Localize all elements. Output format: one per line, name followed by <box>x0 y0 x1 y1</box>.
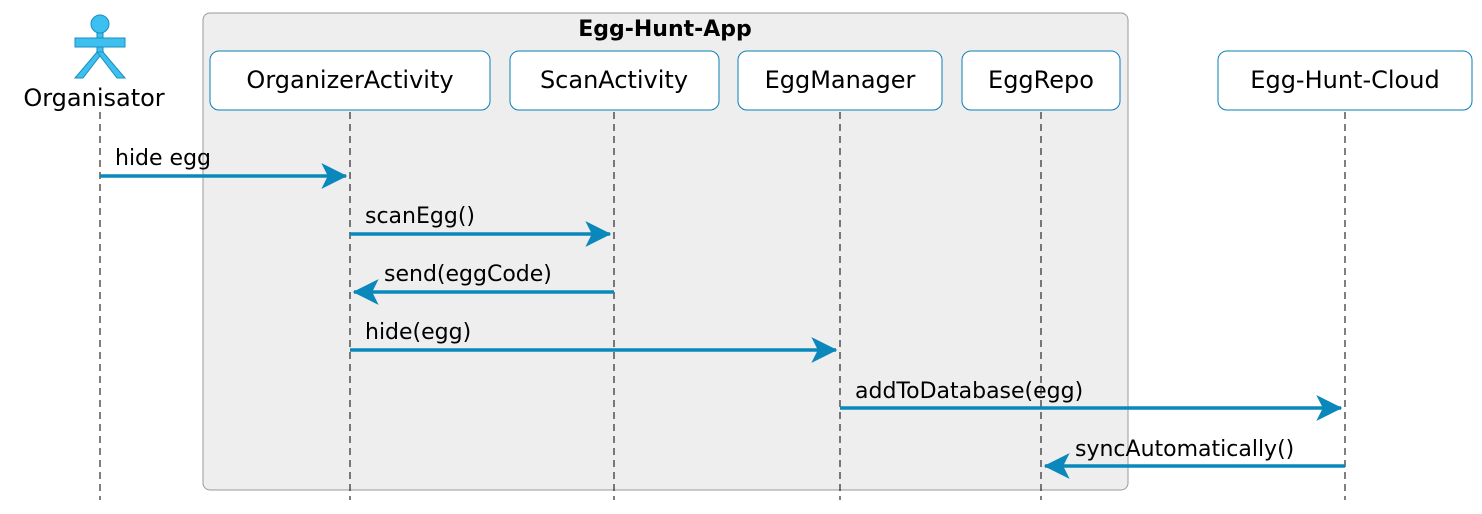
participant-label: Egg-Hunt-Cloud <box>1250 66 1439 94</box>
participant-egg-hunt-cloud: Egg-Hunt-Cloud <box>1217 50 1473 111</box>
participant-box <box>1217 50 1473 111</box>
message-scan-egg: scanEgg() <box>350 204 612 247</box>
group-title: Egg-Hunt-App <box>578 17 752 42</box>
message-hide-egg-call: hide(egg) <box>350 320 838 363</box>
participant-box <box>961 50 1121 111</box>
actor-stick-figure-icon <box>73 14 127 79</box>
message-sync-automatically: syncAutomatically() <box>1043 437 1345 479</box>
participant-box <box>209 50 491 111</box>
participant-label: EggRepo <box>988 66 1094 94</box>
group-egg-hunt-app: Egg-Hunt-App <box>202 12 1129 491</box>
participant-label: ScanActivity <box>540 66 688 94</box>
participant-label: OrganizerActivity <box>246 66 453 94</box>
message-send-egg-code: send(eggCode) <box>352 262 614 305</box>
participant-box <box>737 50 943 111</box>
message-label: hide egg <box>115 146 211 171</box>
group-box <box>202 12 1129 491</box>
participant-egg-manager: EggManager <box>737 50 943 111</box>
message-label: hide(egg) <box>365 320 471 345</box>
participant-organizer-activity: OrganizerActivity <box>209 50 491 111</box>
actor-label: Organisator <box>23 84 164 112</box>
message-label: addToDatabase(egg) <box>855 379 1083 404</box>
message-hide-egg: hide egg <box>100 146 348 189</box>
participant-label: EggManager <box>765 66 916 94</box>
message-label: send(eggCode) <box>384 262 552 287</box>
participant-box <box>509 50 720 111</box>
actor-organisator: Organisator <box>23 14 165 112</box>
message-label: syncAutomatically() <box>1075 437 1294 462</box>
message-label: scanEgg() <box>365 204 475 229</box>
participant-egg-repo: EggRepo <box>961 50 1121 111</box>
participant-scan-activity: ScanActivity <box>509 50 720 111</box>
message-add-to-database: addToDatabase(egg) <box>840 379 1343 421</box>
